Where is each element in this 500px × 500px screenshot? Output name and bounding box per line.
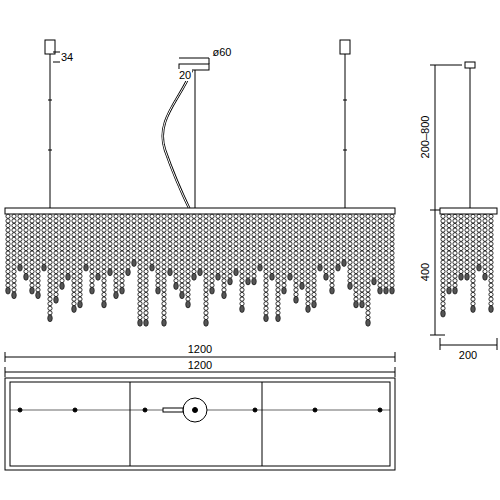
dimension-line	[5, 372, 395, 373]
suspension-wire	[345, 54, 346, 210]
dimension-line	[440, 345, 497, 346]
crystal-strands	[6, 214, 494, 326]
dimension-label: 34	[60, 51, 74, 63]
side-canopy	[340, 40, 350, 54]
frame	[5, 208, 395, 214]
dimension-label: 1200	[187, 343, 213, 355]
power-cable	[163, 70, 192, 210]
suspension-wire	[195, 70, 196, 210]
dimension-line	[5, 357, 395, 358]
front-view	[5, 40, 395, 377]
plan-view	[5, 378, 395, 470]
dimension-label: 1200	[187, 359, 213, 371]
dimension-label: 400	[419, 262, 431, 282]
plan-outline	[5, 378, 395, 470]
dimension-line	[435, 65, 436, 335]
dimension-label: 20	[178, 69, 192, 81]
side-view	[430, 62, 497, 350]
dimension-label: ø60	[212, 46, 233, 58]
power-cable	[163, 70, 192, 210]
suspension-wire	[50, 54, 51, 210]
dimension-label: 200	[458, 349, 478, 361]
dimension-label: 200–800	[419, 115, 431, 160]
